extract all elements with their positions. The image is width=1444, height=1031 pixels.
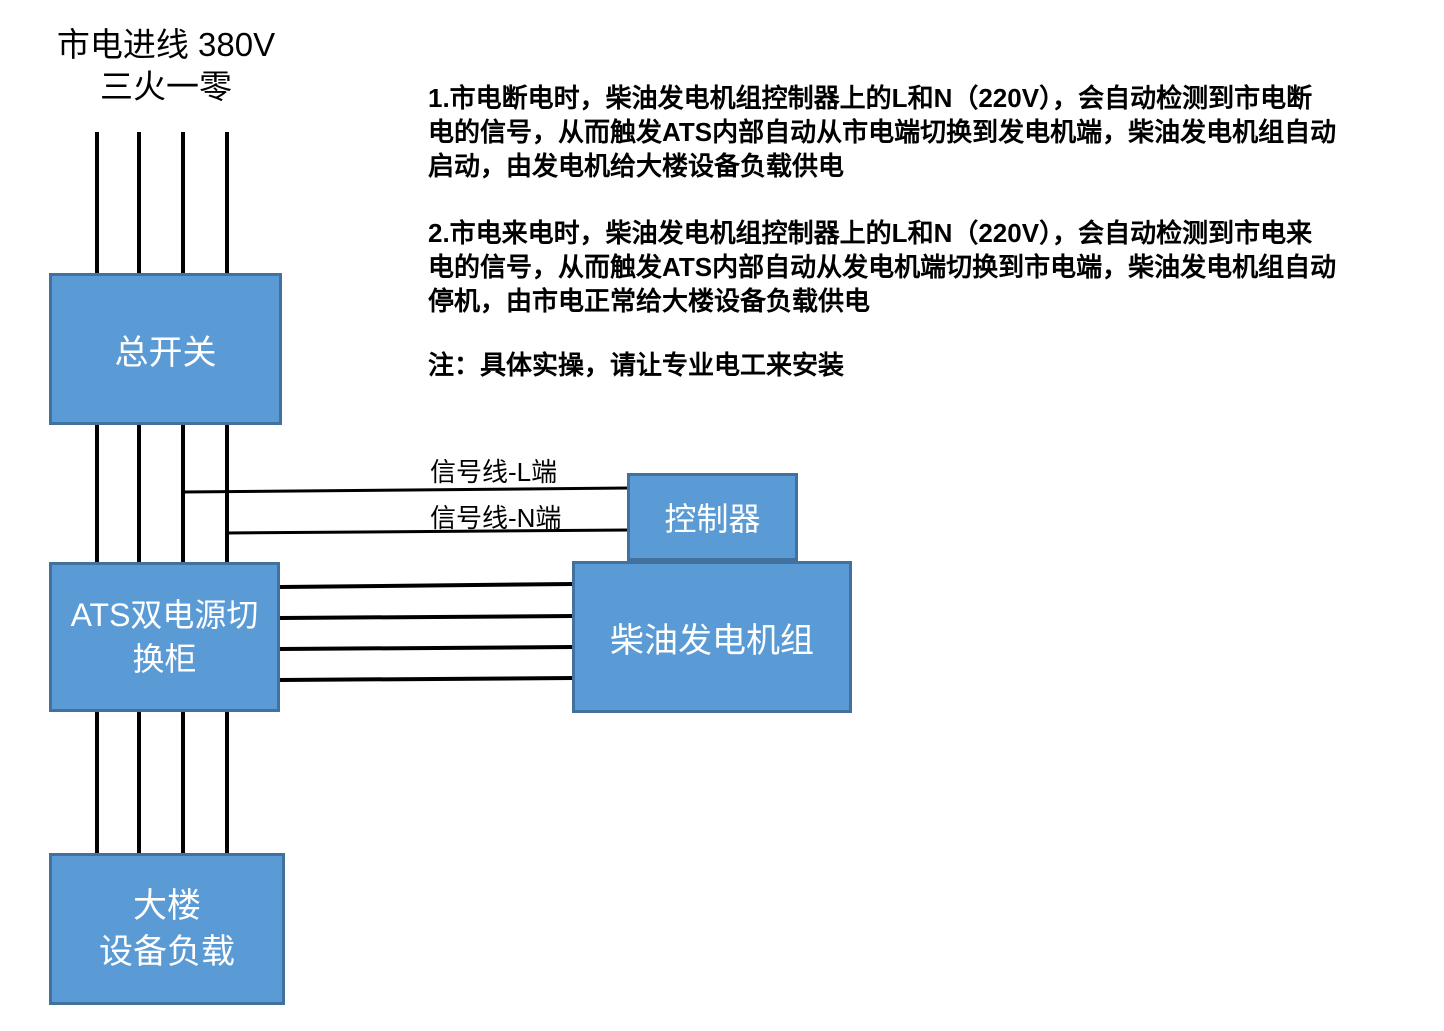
diesel-generator-box: 柴油发电机组	[572, 561, 852, 713]
signal-wire-n	[226, 528, 630, 535]
signal-line-l-label: 信号线-L端	[430, 457, 558, 487]
mains-incoming-line2: 三火一零	[100, 68, 232, 105]
instruction-2-line-3: 停机，由市电正常给大楼设备负载供电	[428, 286, 871, 316]
controller-box: 控制器	[627, 473, 798, 561]
controller-label: 控制器	[664, 501, 761, 537]
instruction-2-line-2: 电的信号，从而触发ATS内部自动从发电机端切换到市电端，柴油发电机组自动	[428, 252, 1337, 282]
instruction-1-line-2: 电的信号，从而触发ATS内部自动从市电端切换到发电机端，柴油发电机组自动	[428, 117, 1337, 147]
building-load-label-line1: 大楼	[133, 887, 201, 925]
main-switch-box: 总开关	[49, 273, 282, 425]
ats-generator-wire-2	[279, 614, 575, 620]
installation-note-text: 注：具体实操，请让专业电工来安装	[428, 350, 845, 380]
building-load-box: 大楼 设备负载	[49, 853, 285, 1005]
instruction-1-line-3: 启动，由发电机给大楼设备负载供电	[428, 151, 845, 181]
instruction-paragraph-1: 1.市电断电时，柴油发电机组控制器上的L和N（220V），会自动检测到市电断 电…	[428, 81, 1428, 183]
mains-incoming-line1: 市电进线 380V	[56, 26, 276, 63]
building-load-label-line2: 设备负载	[99, 933, 235, 971]
ats-label-line1: ATS双电源切	[70, 597, 259, 633]
installation-note: 注：具体实操，请让专业电工来安装	[428, 348, 1428, 382]
main-switch-label: 总开关	[114, 333, 217, 372]
diesel-generator-label: 柴油发电机组	[610, 621, 814, 660]
ats-label-line2: 换柜	[132, 641, 197, 677]
signal-wire-l	[182, 486, 630, 494]
instruction-1-line-1: 1.市电断电时，柴油发电机组控制器上的L和N（220V），会自动检测到市电断	[428, 83, 1313, 113]
instruction-2-line-1: 2.市电来电时，柴油发电机组控制器上的L和N（220V），会自动检测到市电来	[428, 218, 1313, 248]
ats-switch-cabinet-box: ATS双电源切 换柜	[49, 562, 280, 712]
ats-generator-wire-1	[279, 582, 575, 589]
ats-generator-wire-4	[279, 676, 575, 682]
ats-generator-wire-3	[279, 645, 575, 651]
instruction-paragraph-2: 2.市电来电时，柴油发电机组控制器上的L和N（220V），会自动检测到市电来 电…	[428, 216, 1428, 318]
signal-line-n-label: 信号线-N端	[430, 503, 562, 533]
mains-incoming-label: 市电进线 380V 三火一零	[18, 24, 314, 108]
